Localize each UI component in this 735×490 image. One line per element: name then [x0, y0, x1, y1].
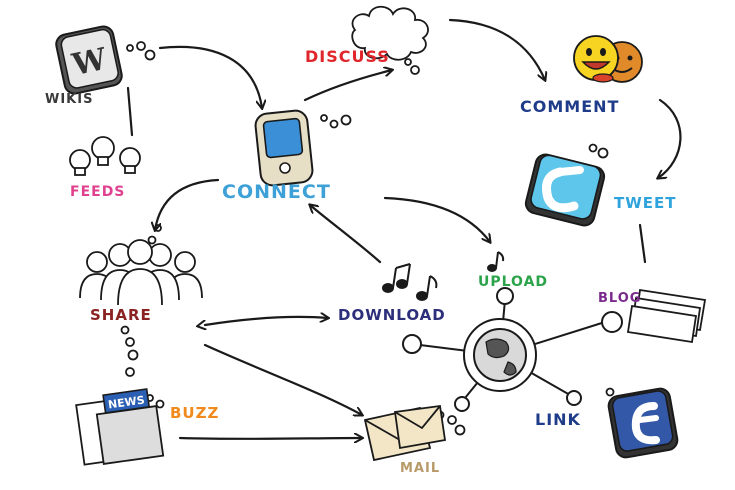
arrow-download-connect	[310, 205, 382, 264]
label-blog: BLOG	[598, 291, 641, 306]
globe-network-icon	[402, 287, 623, 412]
arrow-connect-upload	[383, 196, 490, 242]
music-notes-icon	[382, 251, 505, 301]
line-tweet-blog	[638, 223, 647, 264]
arrow-share-mail	[203, 343, 362, 415]
label-wikis: WIKIS	[45, 92, 93, 107]
label-share: SHARE	[90, 306, 152, 324]
label-upload: UPLOAD	[478, 274, 548, 290]
label-connect: CONNECT	[222, 181, 331, 203]
newspaper-box-icon: NEWS	[75, 388, 165, 466]
connectors	[126, 18, 682, 439]
arrow-wikis-connect	[158, 45, 262, 108]
wiki-icon: W	[55, 25, 123, 95]
light-bulbs-icon	[69, 136, 141, 176]
label-download: DOWNLOAD	[338, 306, 446, 324]
line-wikis-feeds	[126, 86, 134, 137]
label-mail: MAIL	[400, 461, 440, 476]
label-tweet: TWEET	[614, 194, 677, 212]
label-link: LINK	[535, 410, 581, 429]
arrow-share-download	[205, 317, 328, 325]
mobile-phone-icon	[254, 109, 314, 187]
bubble-dots	[120, 41, 625, 436]
link-icon	[607, 387, 679, 459]
label-discuss: DISCUSS	[305, 47, 390, 66]
twitter-icon	[524, 153, 606, 227]
label-feeds: FEEDS	[70, 184, 125, 200]
svg-text:NEWS: NEWS	[107, 393, 145, 411]
people-group-icon	[79, 239, 203, 306]
label-comment: COMMENT	[520, 97, 619, 116]
arrow-discuss-comment	[448, 18, 545, 80]
speech-cloud-icon	[351, 5, 429, 61]
smiley-faces-icon	[573, 35, 643, 83]
arrow-connect-share	[155, 178, 220, 230]
label-buzz: BUZZ	[170, 404, 219, 422]
envelopes-icon	[363, 404, 447, 462]
blog-pages-icon	[626, 288, 707, 344]
arrow-news-mail	[178, 438, 362, 439]
arrow-comment-tweet	[658, 98, 682, 178]
arrow-phone-discuss	[303, 70, 392, 102]
